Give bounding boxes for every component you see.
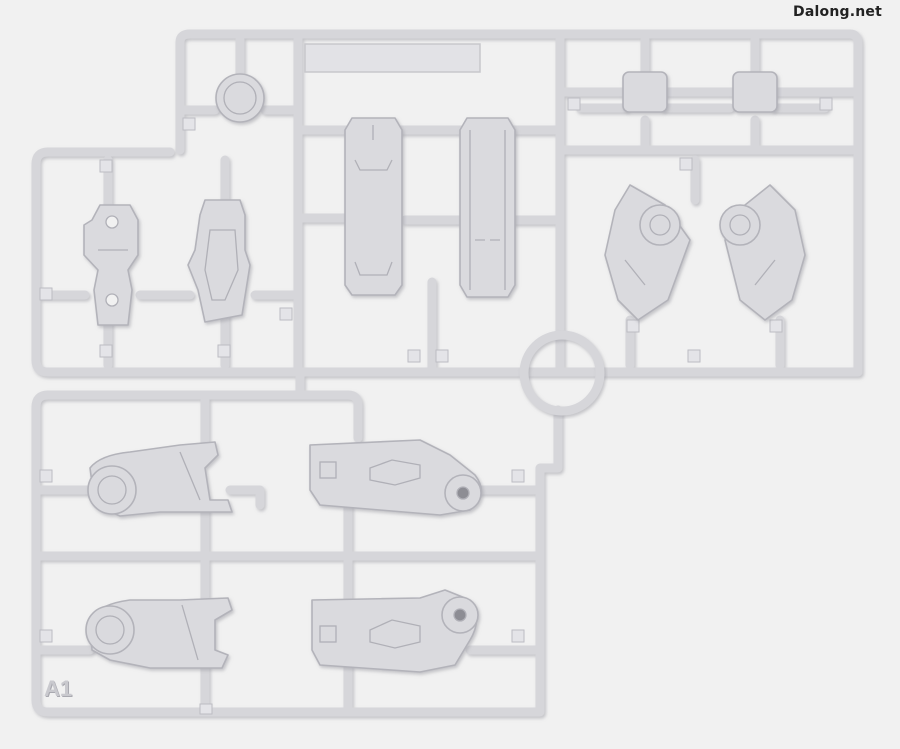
part-details [95, 81, 776, 661]
sprue-ring [519, 330, 605, 416]
watermark: Dalong.net [793, 4, 882, 20]
parts [83, 71, 806, 673]
gate-tabs [39, 97, 833, 715]
sprue-label: A1 [44, 676, 73, 701]
part-number-plate [304, 43, 481, 73]
